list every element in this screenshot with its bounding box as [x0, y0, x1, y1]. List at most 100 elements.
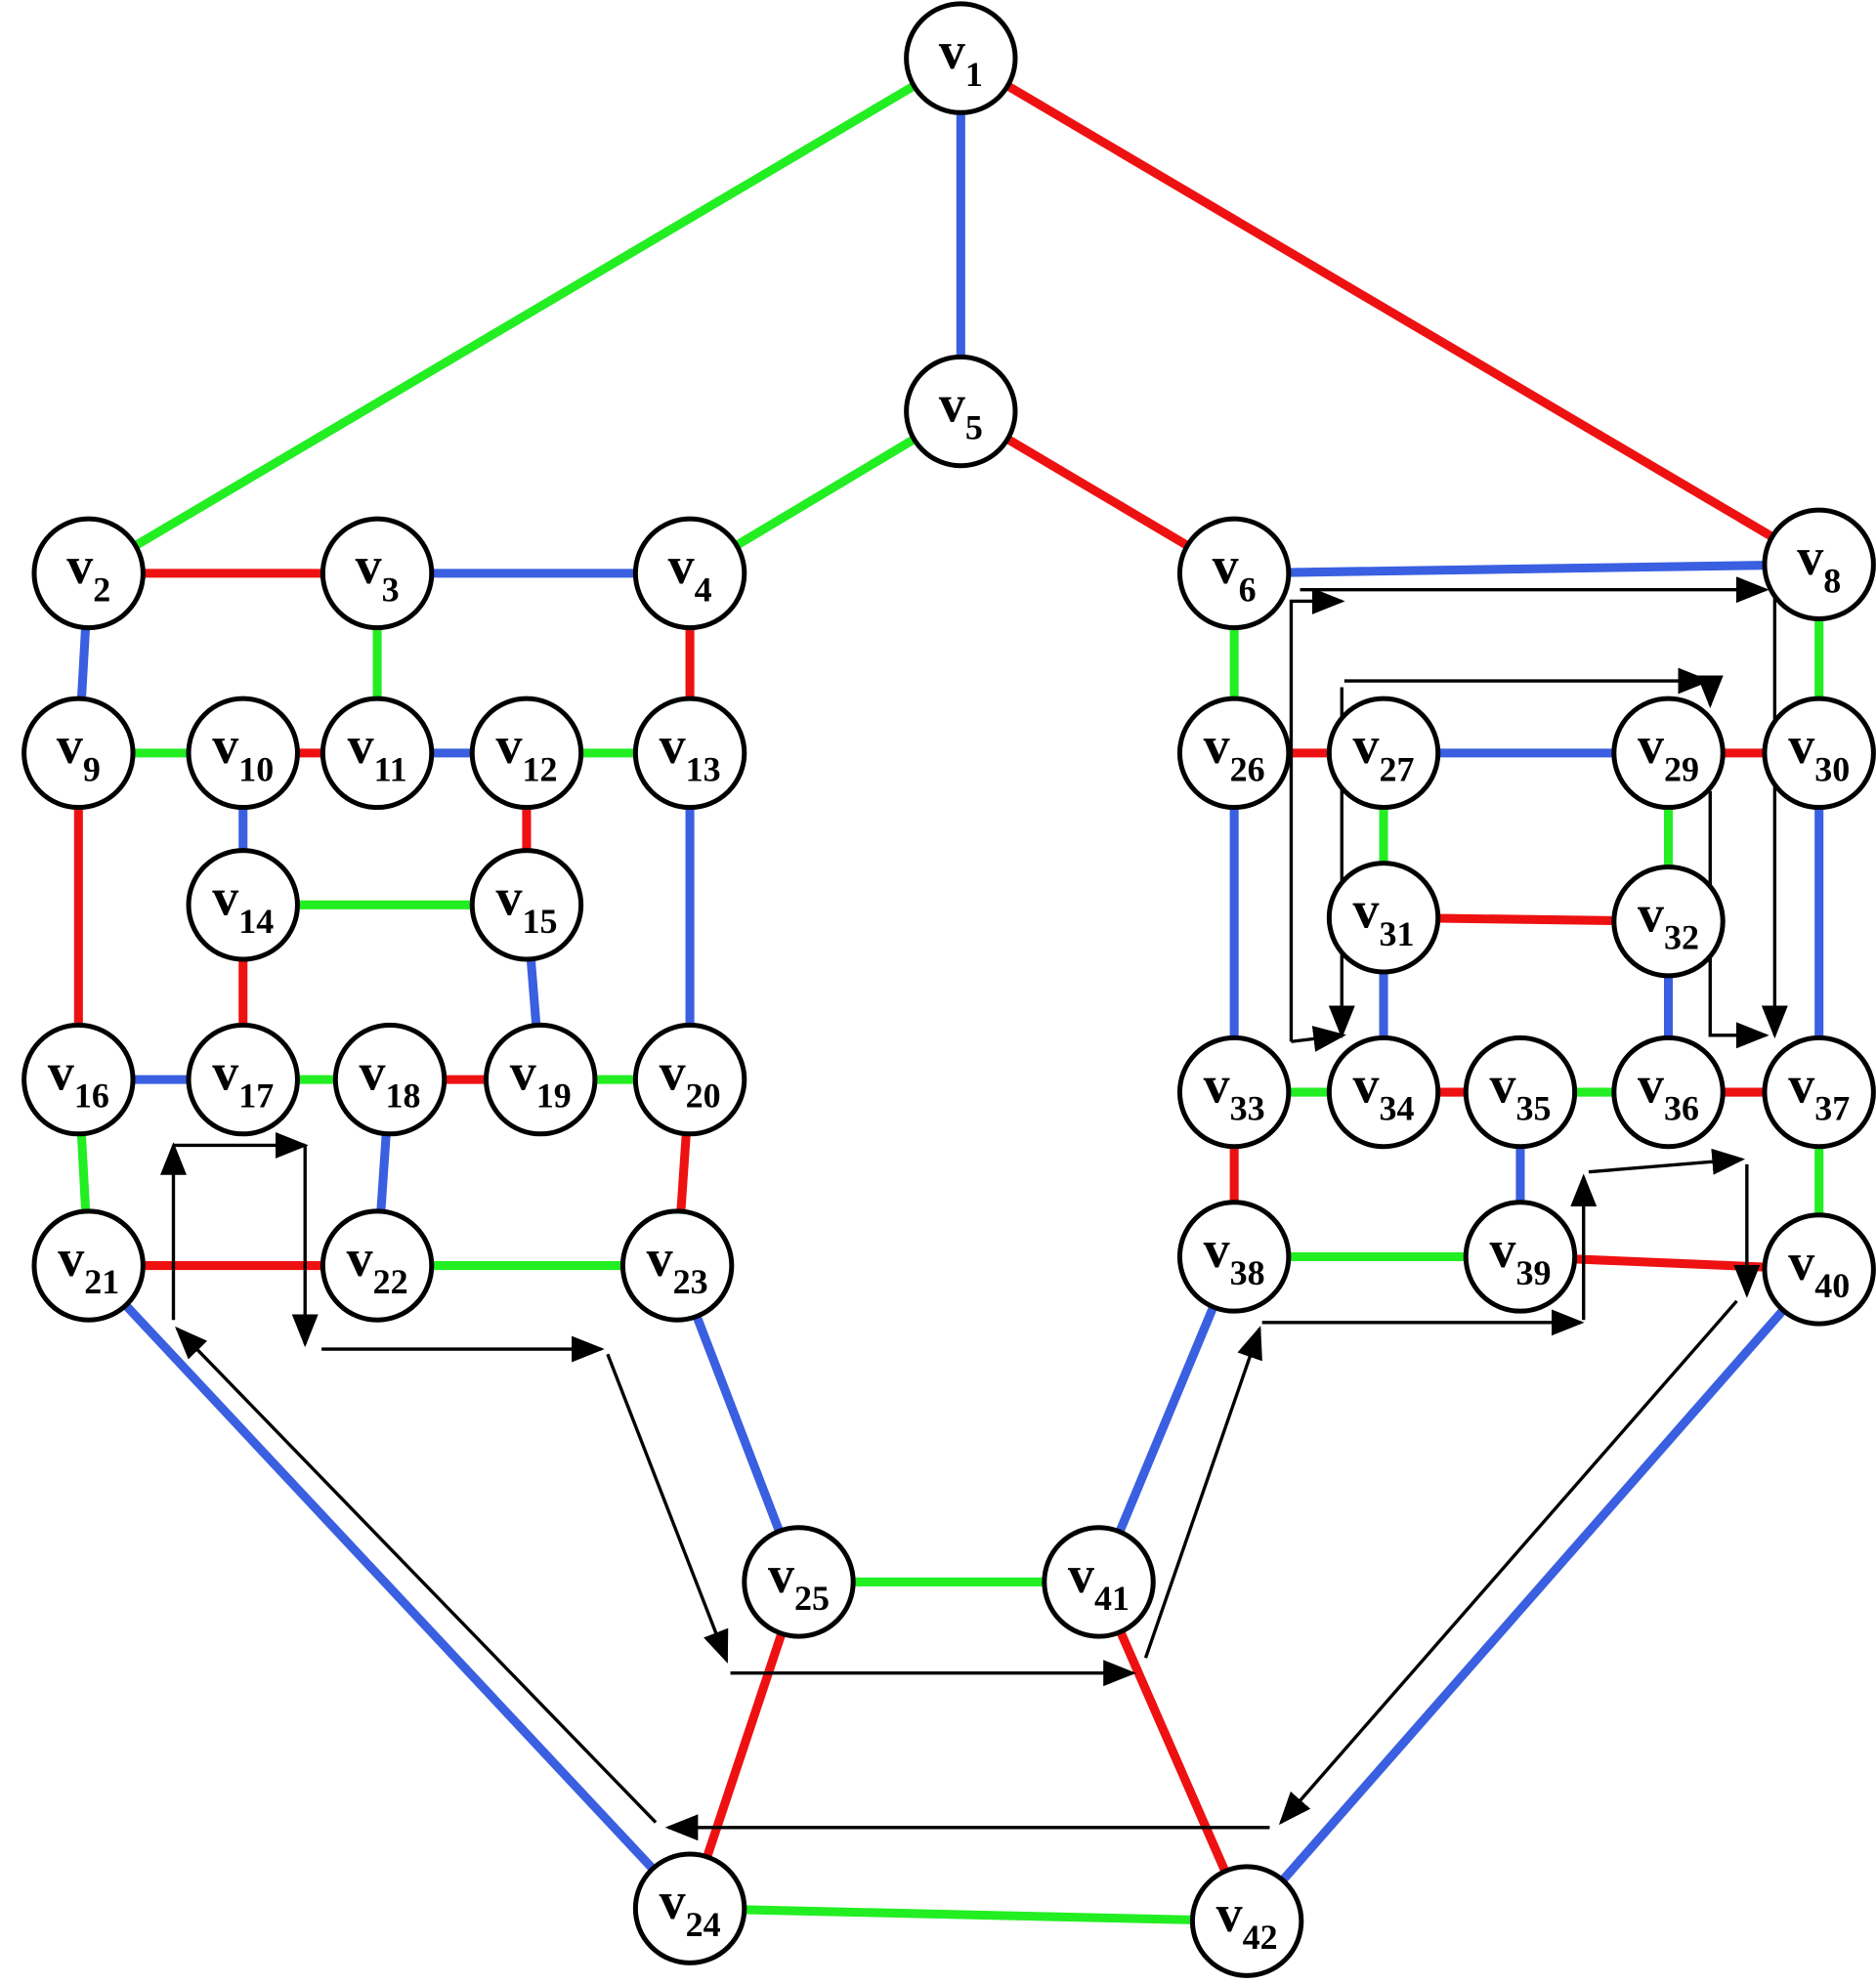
- vertex-v9: v9: [21, 696, 136, 811]
- vertex-label: v38: [1204, 1220, 1265, 1292]
- vertex-label-subscript: 8: [1823, 561, 1841, 600]
- vertex-circle: [332, 1022, 448, 1137]
- vertex-label: v41: [1068, 1545, 1130, 1618]
- vertex-label-subscript: 5: [965, 408, 983, 447]
- vertex-label-subscript: 32: [1664, 918, 1699, 957]
- vertex-label: v4: [668, 536, 712, 609]
- vertex-label-letter: v: [939, 21, 965, 80]
- vertex-label-subscript: 13: [686, 749, 721, 788]
- vertex-label: v5: [939, 374, 983, 446]
- vertex-label: v1: [939, 21, 983, 94]
- vertex-label: v10: [212, 716, 274, 788]
- vertex-label: v20: [660, 1042, 721, 1115]
- vertex-label-letter: v: [1216, 1884, 1243, 1943]
- vertex-v26: v26: [1176, 696, 1292, 811]
- traversal-arrow-7: [1143, 1326, 1262, 1659]
- vertex-circle: [31, 1208, 146, 1323]
- vertex-circle: [742, 1525, 856, 1639]
- vertex-label: v35: [1489, 1055, 1551, 1127]
- vertex-label-subscript: 17: [238, 1076, 274, 1116]
- vertex-label-subscript: 23: [673, 1262, 708, 1301]
- vertex-label-letter: v: [58, 1229, 84, 1287]
- vertex-circle: [186, 696, 300, 811]
- vertex-circle: [31, 516, 146, 631]
- vertex-label: v12: [495, 716, 557, 788]
- vertex-label-letter: v: [1788, 1055, 1814, 1114]
- vertex-label: v36: [1638, 1055, 1699, 1127]
- vertex-label-subscript: 1: [965, 55, 983, 94]
- vertex-circle: [1611, 696, 1726, 811]
- vertex-label-letter: v: [360, 1042, 386, 1101]
- vertex-circle: [320, 696, 435, 811]
- edge-v1-v2: [86, 54, 963, 577]
- vertex-circle: [186, 1022, 300, 1137]
- vertex-v42: v42: [1189, 1864, 1304, 1978]
- vertex-circle: [1762, 1212, 1876, 1327]
- vertex-circle: [21, 696, 136, 811]
- vertex-v39: v39: [1463, 1200, 1578, 1314]
- vertex-label-letter: v: [212, 1042, 238, 1101]
- vertex-circle: [632, 1022, 747, 1137]
- vertex-label-letter: v: [1797, 528, 1823, 586]
- vertex-label-letter: v: [939, 374, 965, 433]
- vertex-circle: [1326, 861, 1441, 975]
- vertex-label-subscript: 41: [1094, 1579, 1130, 1618]
- vertex-label-subscript: 38: [1230, 1253, 1265, 1292]
- vertex-circle: [21, 1022, 136, 1137]
- vertex-label-letter: v: [347, 1229, 373, 1287]
- vertex-label: v18: [360, 1042, 421, 1115]
- vertex-label: v31: [1353, 881, 1415, 953]
- vertex-label: v23: [647, 1229, 708, 1301]
- vertex-label-letter: v: [1489, 1220, 1515, 1279]
- vertex-label-letter: v: [1204, 716, 1230, 775]
- vertex-v8: v8: [1762, 507, 1876, 622]
- vertex-circle: [1176, 1034, 1292, 1150]
- vertex-v11: v11: [320, 696, 435, 811]
- vertex-v25: v25: [742, 1525, 856, 1639]
- vertex-v2: v2: [31, 516, 146, 631]
- vertex-label-subscript: 27: [1380, 749, 1415, 788]
- vertex-label-letter: v: [660, 1872, 686, 1930]
- vertex-label-subscript: 6: [1239, 570, 1257, 609]
- vertex-label-letter: v: [495, 716, 522, 775]
- vertex-circle: [1762, 696, 1876, 811]
- vertex-label: v39: [1489, 1220, 1551, 1292]
- vertex-circle: [904, 1, 1018, 115]
- vertex-circle: [1611, 864, 1726, 979]
- vertex-label: v32: [1638, 885, 1699, 957]
- vertex-label-subscript: 37: [1814, 1089, 1850, 1128]
- vertex-label-subscript: 4: [695, 570, 712, 609]
- traversal-arrow-14: [175, 1326, 658, 1824]
- vertex-circle: [1326, 696, 1441, 811]
- traversal-arrows: [160, 576, 1788, 1841]
- vertex-v24: v24: [632, 1851, 747, 1965]
- vertex-label: v2: [66, 536, 110, 609]
- vertex-label: v8: [1797, 528, 1841, 600]
- vertex-v41: v41: [1042, 1525, 1156, 1639]
- vertex-circle: [469, 696, 584, 811]
- vertex-v17: v17: [186, 1022, 300, 1137]
- vertex-label-subscript: 19: [536, 1076, 572, 1116]
- vertex-label-letter: v: [1213, 536, 1239, 595]
- vertex-v32: v32: [1611, 864, 1726, 979]
- vertex-label-letter: v: [212, 868, 238, 927]
- vertex-label: v6: [1213, 536, 1257, 609]
- vertex-circle: [1042, 1525, 1156, 1639]
- vertex-v18: v18: [332, 1022, 448, 1137]
- vertex-label-subscript: 30: [1814, 749, 1850, 788]
- vertex-label: v25: [768, 1545, 830, 1618]
- vertex-label-subscript: 15: [522, 902, 557, 941]
- vertex-label-subscript: 24: [686, 1905, 721, 1944]
- vertex-label: v37: [1788, 1055, 1850, 1127]
- vertex-label-subscript: 36: [1664, 1089, 1699, 1128]
- vertex-circle: [619, 1208, 735, 1323]
- vertex-label-subscript: 29: [1664, 749, 1699, 788]
- vertex-label-letter: v: [348, 716, 374, 775]
- vertex-circle: [1463, 1034, 1578, 1150]
- vertex-label-letter: v: [1353, 1055, 1380, 1114]
- vertex-v33: v33: [1176, 1034, 1292, 1150]
- edge-v38-v41: [1094, 1254, 1239, 1584]
- vertex-v15: v15: [469, 848, 584, 962]
- traversal-arrow-12: [1278, 1299, 1738, 1826]
- vertex-label-letter: v: [66, 536, 93, 595]
